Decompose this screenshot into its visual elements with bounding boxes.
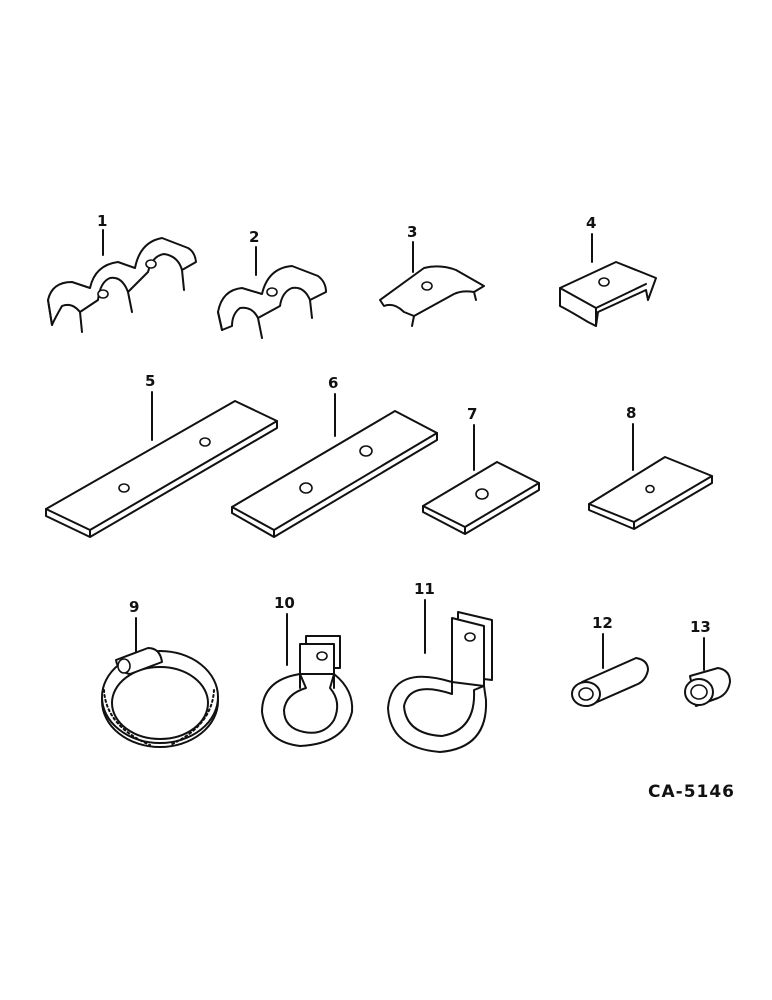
callout-6: 6 [328,374,338,392]
callout-11: 11 [414,580,435,598]
part-12-long-spacer: 12 [571,614,649,707]
p-clamp-small-icon [261,635,354,747]
part-4-channel-clip: 4 [559,214,657,327]
callout-1: 1 [97,212,107,230]
part-2-twin-tube-clip: 2 [217,228,327,339]
part-6-strap: 6 [231,374,438,538]
callout-3: 3 [407,223,417,241]
figure-code: CA-5146 [648,782,735,802]
callout-5: 5 [145,372,155,390]
part-9-hose-clamp: 9 [101,598,219,748]
hose-clamp-icon [101,647,219,748]
part-5-long-strap: 5 [45,372,278,538]
part-11-p-clamp-large: 11 [387,580,493,753]
part-3-saddle-clip: 3 [379,223,485,327]
channel-clip-icon [559,261,657,327]
callout-9: 9 [129,598,139,616]
part-1-double-tube-clip: 1 [47,212,197,333]
callout-2: 2 [249,228,259,246]
part-10-p-clamp-small: 10 [261,594,354,747]
double-tube-clip-icon [47,237,197,326]
part-8-small-plate: 8 [588,404,713,530]
twin-tube-clip-icon [217,265,327,331]
callout-7: 7 [467,405,477,423]
callout-13: 13 [690,618,711,636]
long-spacer-tube-icon [571,657,649,707]
saddle-clip-icon [379,265,485,317]
callout-12: 12 [592,614,613,632]
short-spacer-tube-icon [684,667,731,707]
part-13-short-spacer: 13 [684,618,731,707]
p-clamp-large-icon [387,611,493,753]
part-7-small-plate: 7 [422,405,540,535]
callout-10: 10 [274,594,295,612]
callout-8: 8 [626,404,636,422]
callout-4: 4 [586,214,596,232]
